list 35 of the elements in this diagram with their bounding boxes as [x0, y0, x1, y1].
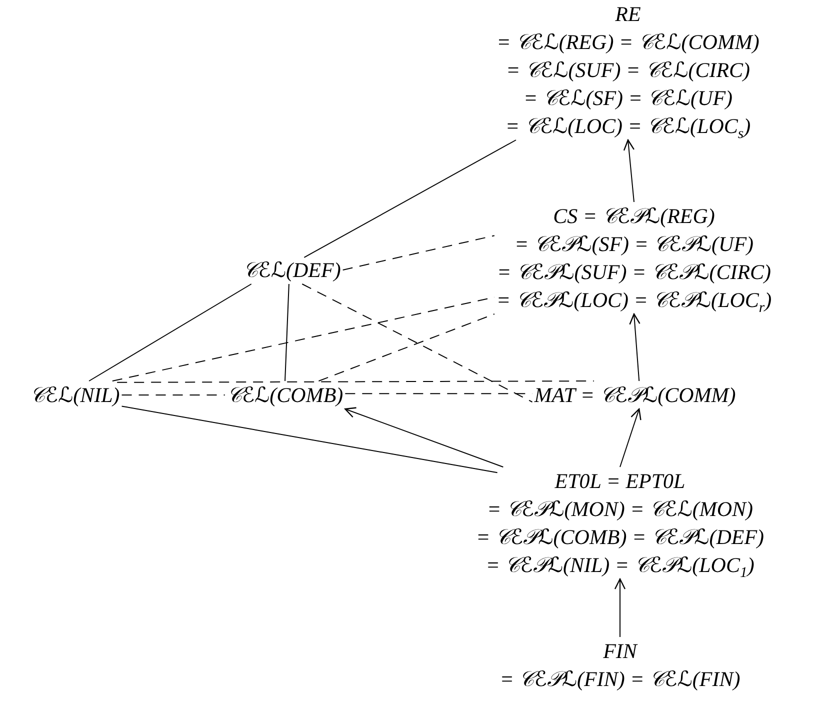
- formula-text: ET0L = EPT0L: [554, 468, 686, 495]
- line: [284, 284, 290, 382]
- formula-text: = 𝒞ℰ𝒫ℒ(SF) = 𝒞ℰ𝒫ℒ(UF): [514, 231, 754, 258]
- line: [88, 284, 252, 382]
- formula-text: = 𝒞ℰℒ(SF) = 𝒞ℰℒ(UF): [523, 85, 733, 112]
- formula-text: = 𝒞ℰℒ(SUF) = 𝒞ℰℒ(CIRC): [506, 57, 750, 84]
- arrow: [344, 407, 504, 468]
- formula-text: 𝒞ℰℒ(DEF): [243, 257, 341, 284]
- formula-text: = 𝒞ℰℒ(LOC) = 𝒞ℰℒ(LOC$_{s}$): [505, 113, 751, 140]
- formula-text: MAT = 𝒞ℰ𝒫ℒ(COMM): [534, 382, 736, 409]
- arrow: [614, 578, 626, 638]
- formula-text: = 𝒞ℰ𝒫ℒ(LOC) = 𝒞ℰ𝒫ℒ(LOC$_{r}$): [496, 287, 772, 314]
- arrow: [623, 139, 635, 202]
- formula-text: = 𝒞ℰ𝒫ℒ(FIN) = 𝒞ℰℒ(FIN): [500, 666, 740, 693]
- formula-text: CS = 𝒞ℰ𝒫ℒ(REG): [553, 203, 715, 230]
- dashed-line: [116, 380, 594, 383]
- dashed-line: [121, 394, 226, 396]
- formula-text: 𝒞ℰℒ(NIL): [30, 382, 120, 409]
- arrow: [620, 408, 642, 468]
- formula-text: RE: [615, 1, 641, 28]
- line: [121, 406, 498, 474]
- arrow: [629, 313, 640, 382]
- formula-text: 𝒞ℰℒ(COMB): [226, 382, 344, 409]
- dashed-line: [344, 393, 533, 394]
- dashed-line: [342, 235, 495, 270]
- dashed-line: [318, 314, 495, 382]
- dashed-line: [302, 284, 533, 402]
- formula-text: FIN: [603, 638, 637, 665]
- formula-text: = 𝒞ℰ𝒫ℒ(COMB) = 𝒞ℰ𝒫ℒ(DEF): [476, 524, 764, 551]
- formula-text: = 𝒞ℰ𝒫ℒ(SUF) = 𝒞ℰ𝒫ℒ(CIRC): [496, 259, 772, 286]
- formula-text: = 𝒞ℰℒ(REG) = 𝒞ℰℒ(COMM): [496, 29, 760, 56]
- formula-text: = 𝒞ℰ𝒫ℒ(MON) = 𝒞ℰℒ(MON): [486, 496, 754, 523]
- formula-text: = 𝒞ℰ𝒫ℒ(NIL) = 𝒞ℰ𝒫ℒ(LOC$_{1}$): [486, 552, 754, 579]
- line: [304, 140, 516, 258]
- dashed-line: [112, 296, 495, 382]
